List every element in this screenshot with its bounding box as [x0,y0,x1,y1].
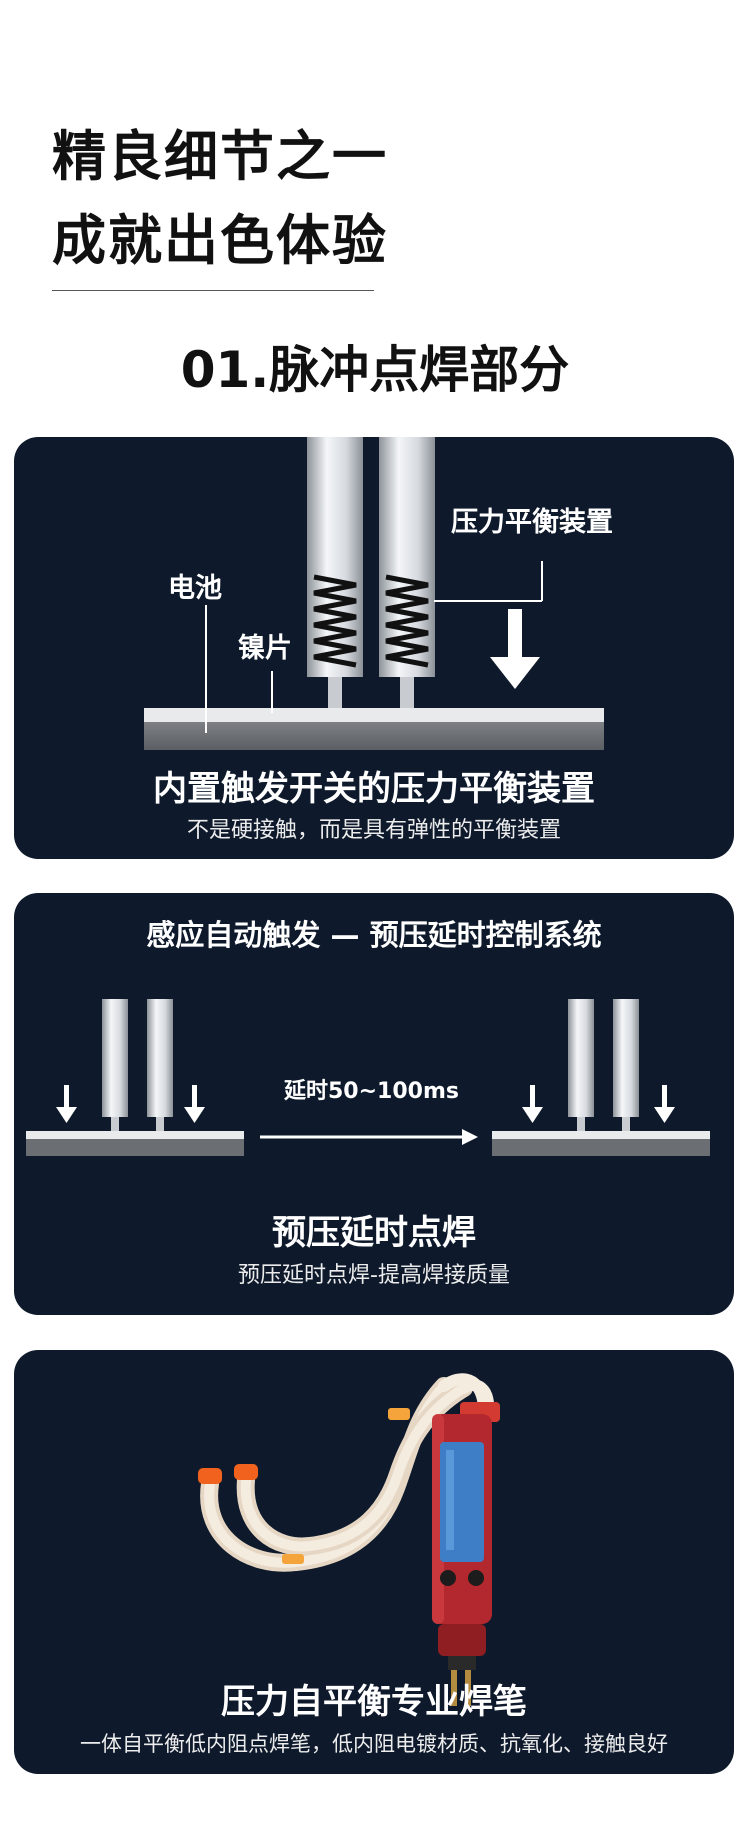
card2-heading: 感应自动触发 — 预压延时控制系统 [146,918,602,952]
nickel-strip [144,708,604,722]
pressure-balance-diagram [144,437,604,750]
cable-clip-icon [198,1408,410,1564]
section-title: 01.脉冲点焊部分 [180,341,570,399]
label-pressure-balance-device: 压力平衡装置 [451,507,613,538]
pre-press-delay-card: 感应自动触发 — 预压延时控制系统 延时50~100ms 预压延时点焊 预压延时… [14,893,734,1315]
card2-subtitle: 预压延时点焊-提高焊接质量 [238,1263,510,1288]
headline-line-1: 精良细节之一 [52,125,388,188]
pressure-balance-card: 压力平衡装置 电池 镍片 内置触发开关的压力平衡装置 不是硬接触，而是具有弹性的… [14,437,734,859]
welding-pen-illustration [198,1373,500,1706]
before-press-assembly [26,999,244,1156]
after-press-assembly [492,999,710,1156]
card1-title: 内置触发开关的压力平衡装置 [153,769,595,809]
electrode-rod-left [307,437,363,709]
battery-plate [144,722,604,750]
label-battery: 电池 [168,573,222,604]
headline-line-2: 成就出色体验 [52,209,388,272]
label-nickel-strip: 镍片 [238,633,292,664]
headline-divider [52,290,374,291]
pre-press-delay-diagram [26,999,710,1156]
down-arrow-icon [490,609,540,689]
card3-subtitle: 一体自平衡低内阻点焊笔，低内阻电镀材质、抗氧化、接触良好 [80,1732,668,1756]
right-arrow-icon [260,1129,478,1145]
card2-title: 预压延时点焊 [272,1213,476,1253]
welding-cable [200,1373,495,1572]
welding-pen-card: 压力自平衡专业焊笔 一体自平衡低内阻点焊笔，低内阻电镀材质、抗氧化、接触良好 [14,1350,734,1774]
electrode-rod-right [379,437,435,709]
welding-pen [432,1402,500,1706]
card3-title: 压力自平衡专业焊笔 [221,1682,527,1722]
card1-subtitle: 不是硬接触，而是具有弹性的平衡装置 [186,818,561,843]
delay-label: 延时50~100ms [284,1079,459,1104]
